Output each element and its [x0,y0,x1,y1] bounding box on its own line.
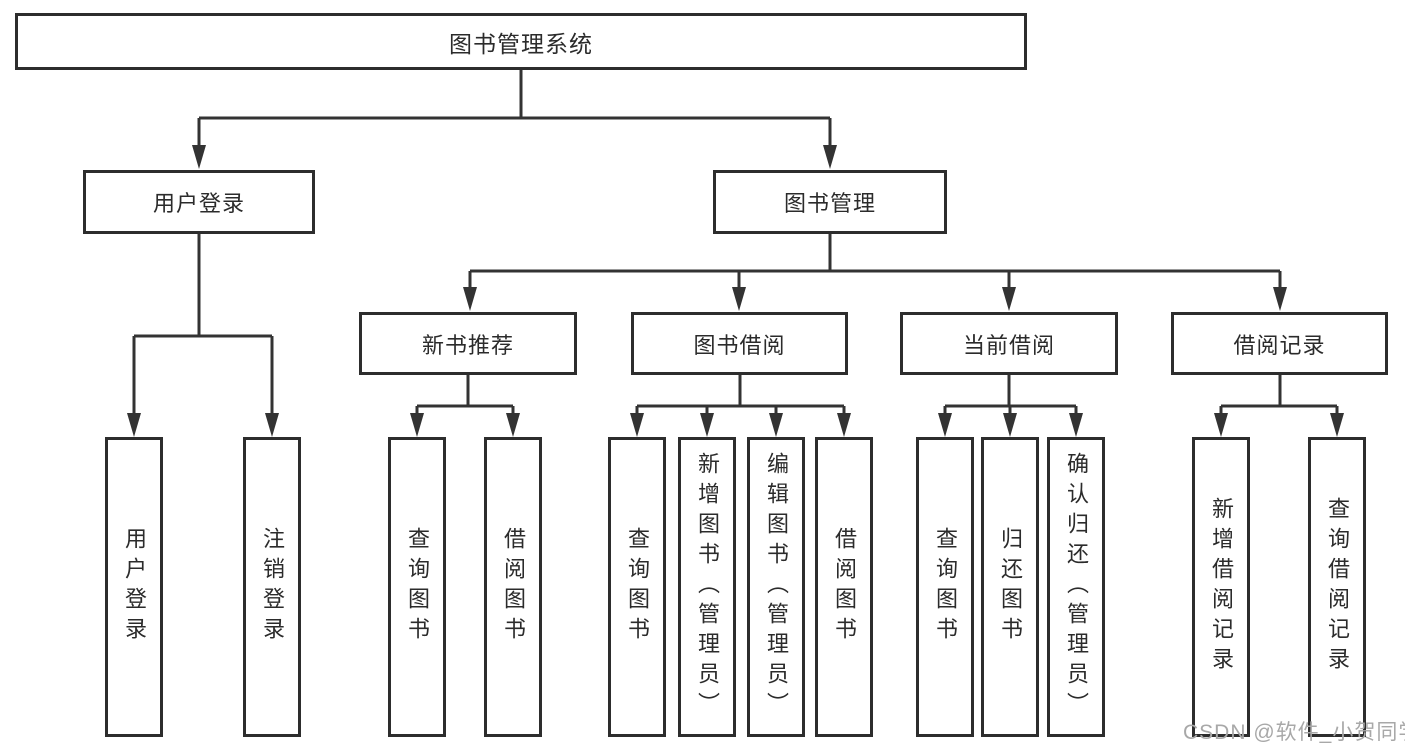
node-label: 编辑图书（管理员） [764,452,789,722]
leaf-user-login: 用户登录 [105,437,163,737]
node-label: 归还图书 [998,527,1023,647]
node-system-root: 图书管理系统 [15,13,1027,70]
node-label: 图书管理 [783,191,876,216]
leaf-borrowing-borrow-books: 借阅图书 [815,437,873,737]
node-label: 查询借阅记录 [1325,497,1350,677]
arrowheads [127,145,1344,437]
connector-userlogin-to-leaves [132,234,274,428]
csdn-watermark: CSDN @软件_小贺同学 [1183,721,1405,744]
node-label: 查询图书 [625,527,650,647]
node-new-book-recommend: 新书推荐 [359,312,577,375]
node-label: 图书管理系统 [449,30,593,57]
leaf-records-add-record: 新增借阅记录 [1192,437,1250,737]
node-label: 图书借阅 [693,332,786,358]
node-label: 借阅图书 [501,527,526,647]
node-book-borrowing: 图书借阅 [631,312,848,375]
leaf-borrowing-query-books: 查询图书 [608,437,666,737]
node-label: 查询图书 [405,527,430,647]
node-label: 当前借阅 [962,332,1055,358]
node-label: 确认归还（管理员） [1064,452,1089,722]
connector-bookmgmt-to-level3 [468,234,1282,303]
leaf-borrowing-add-books-admin: 新增图书（管理员） [678,437,736,737]
node-book-management-branch: 图书管理 [713,170,947,234]
node-label: 查询图书 [933,527,958,647]
leaf-newbooks-query-books: 查询图书 [388,437,446,737]
node-label: 用户登录 [152,191,245,216]
leaf-current-confirm-return-admin: 确认归还（管理员） [1047,437,1105,737]
leaf-newbooks-borrow-books: 借阅图书 [484,437,542,737]
node-borrowing-records: 借阅记录 [1171,312,1388,375]
node-label: 新增借阅记录 [1209,497,1234,677]
connector-newbooks-to-leaves [415,375,515,428]
leaf-borrowing-edit-books-admin: 编辑图书（管理员） [747,437,805,737]
leaf-current-query-books: 查询图书 [916,437,974,737]
connector-records-to-leaves [1219,375,1339,428]
leaf-records-query-record: 查询借阅记录 [1308,437,1366,737]
node-label: 借阅图书 [832,527,857,647]
node-label: 用户登录 [122,527,147,647]
node-user-login-branch: 用户登录 [83,170,315,234]
leaf-logout: 注销登录 [243,437,301,737]
connector-borrowing-to-leaves [635,375,846,428]
node-label: 新书推荐 [421,332,514,358]
node-label: 借阅记录 [1233,332,1326,358]
node-current-borrowing: 当前借阅 [900,312,1118,375]
node-label: 新增图书（管理员） [695,452,720,722]
connector-root-to-level2 [197,70,832,160]
node-label: 注销登录 [260,527,285,647]
leaf-current-return-books: 归还图书 [981,437,1039,737]
